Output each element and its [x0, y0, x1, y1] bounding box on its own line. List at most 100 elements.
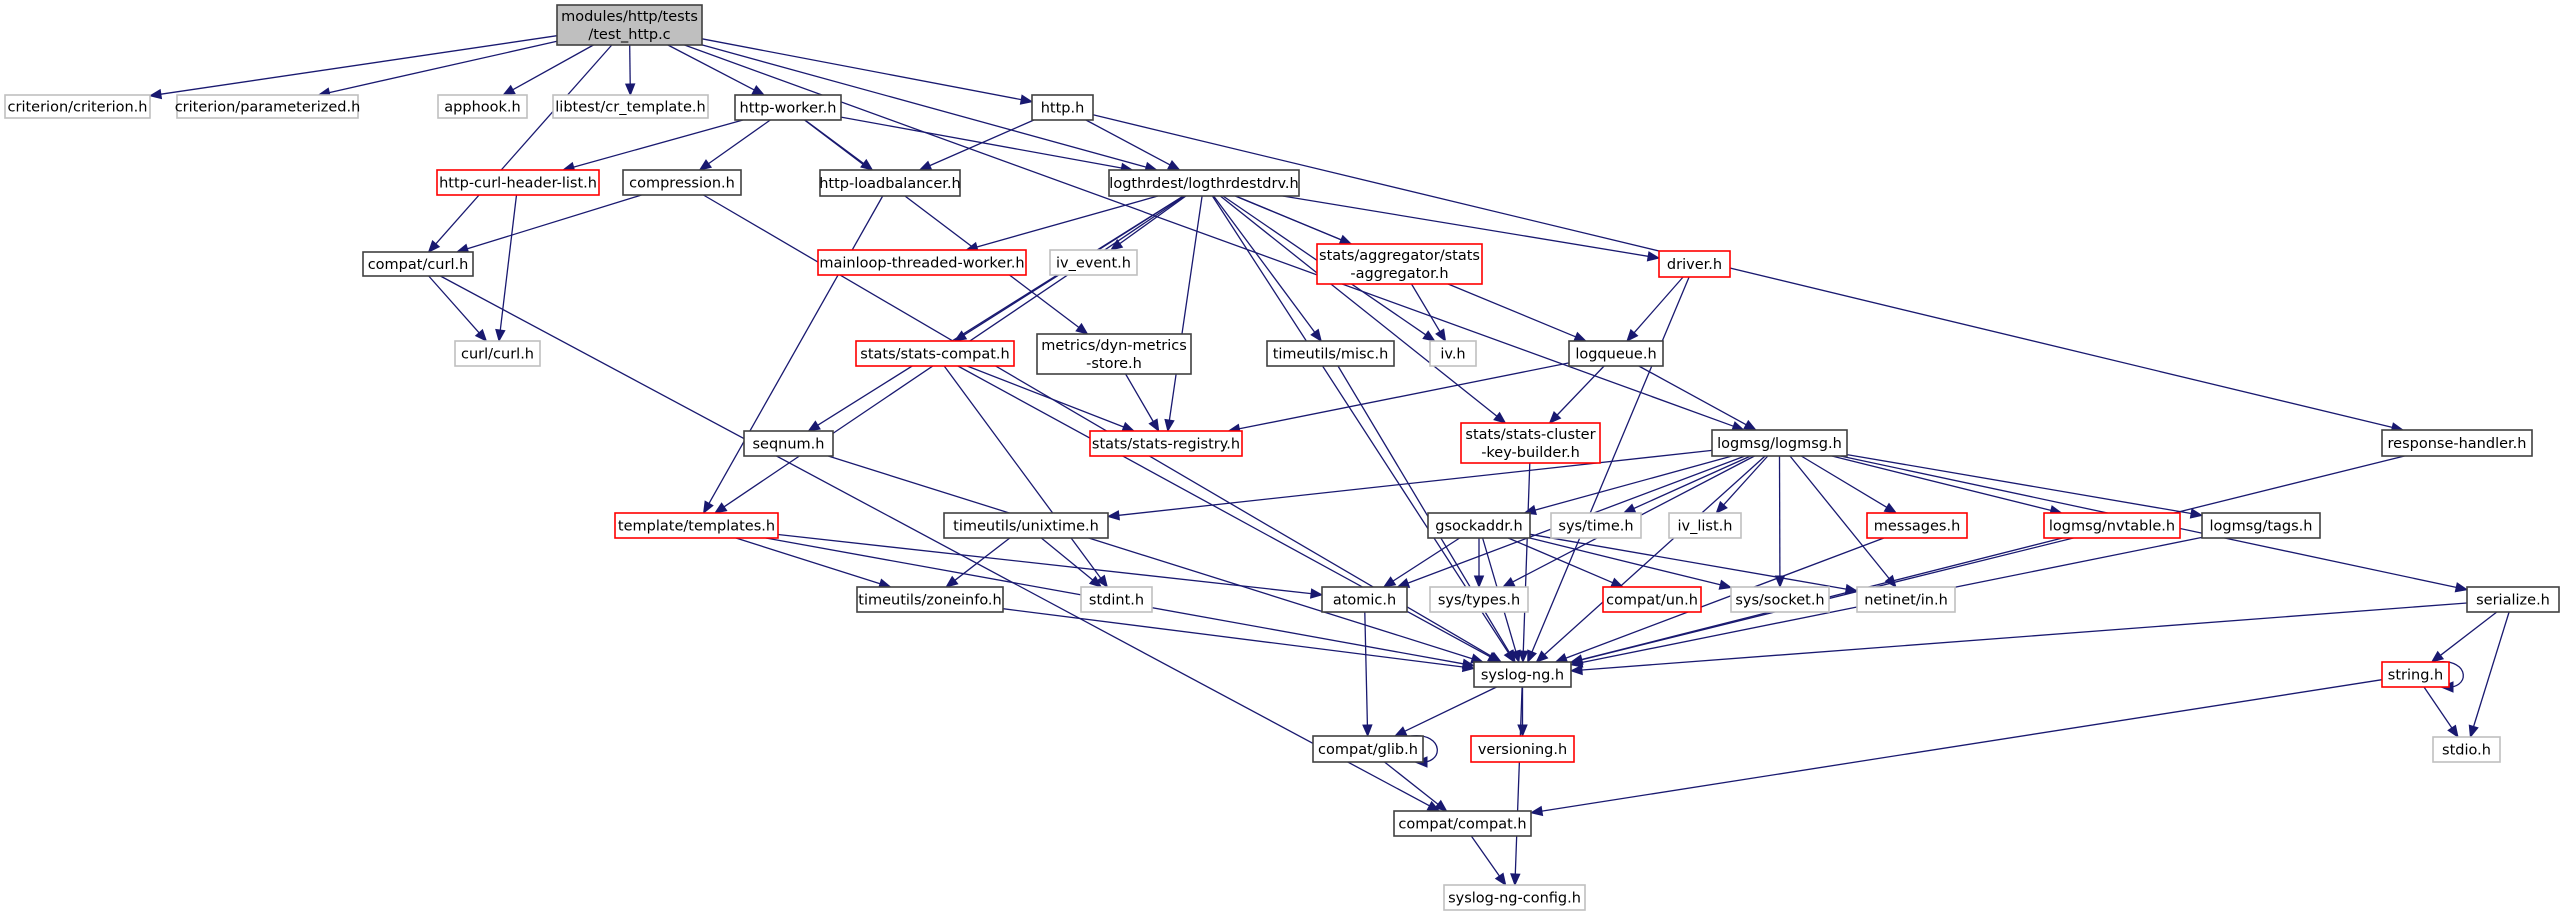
graph-node-sys-types[interactable]: sys/types.h — [1429, 586, 1529, 613]
node-label: timeutils/misc.h — [1273, 347, 1389, 363]
node-box — [1866, 512, 1968, 539]
arrowhead — [1435, 328, 1447, 343]
graph-node-curl-header-list[interactable]: http-curl-header-list.h — [436, 169, 600, 196]
arrowhead — [1569, 664, 1583, 676]
node-box — [1429, 340, 1477, 367]
edge-http-h-to-loadbalancer — [929, 119, 1035, 167]
node-label: metrics/dyn-metrics — [1041, 338, 1187, 354]
edge-logthrdestdrv-to-seqnum — [817, 195, 1184, 426]
graph-node-stdio[interactable]: stdio.h — [2432, 736, 2501, 763]
node-label: modules/http/tests — [561, 9, 698, 25]
graph-node-templates[interactable]: template/templates.h — [614, 512, 779, 539]
graph-node-logthrdestdrv[interactable]: logthrdest/logthrdestdrv.h — [1108, 169, 1300, 197]
node-label: mainloop-threaded-worker.h — [819, 256, 1024, 272]
graph-node-sys-time[interactable]: sys/time.h — [1550, 512, 1642, 539]
graph-node-stats-aggregator[interactable]: stats/aggregator/stats-aggregator.h — [1316, 243, 1483, 285]
arrowhead — [1473, 575, 1485, 589]
edge-logmsg-to-unixtime — [1118, 449, 1713, 516]
graph-node-loadbalancer[interactable]: http-loadbalancer.h — [819, 169, 961, 197]
arrowhead — [1075, 322, 1089, 335]
arrowhead — [2189, 508, 2204, 519]
graph-node-string-h[interactable]: string.h — [2381, 661, 2450, 688]
graph-node-unixtime[interactable]: timeutils/unixtime.h — [943, 512, 1109, 539]
edge-compression-to-compat-curl — [467, 194, 642, 250]
node-box — [2381, 429, 2533, 457]
graph-node-serialize[interactable]: serialize.h — [2466, 586, 2560, 613]
node-box — [734, 94, 842, 121]
graph-node-zoneinfo[interactable]: timeutils/zoneinfo.h — [856, 586, 1004, 613]
node-box — [176, 94, 359, 119]
graph-node-logmsg[interactable]: logmsg/logmsg.h — [1711, 429, 1848, 457]
arrowhead — [1396, 578, 1411, 588]
graph-node-parameterized[interactable]: criterion/parameterized.h — [175, 94, 361, 119]
edge-driver-to-logqueue — [1633, 276, 1684, 334]
graph-node-apphook[interactable]: apphook.h — [437, 94, 528, 119]
edge-root-to-http-worker — [667, 44, 755, 91]
node-box — [855, 340, 1015, 367]
graph-node-iv-list[interactable]: iv_list.h — [1668, 512, 1742, 539]
graph-node-iv-event[interactable]: iv_event.h — [1049, 249, 1138, 276]
node-box — [1316, 243, 1483, 285]
graph-node-iv-h[interactable]: iv.h — [1429, 340, 1477, 367]
graph-node-compat-glib[interactable]: compat/glib.h — [1312, 735, 1424, 763]
edge-logthrdestdrv-to-iv-event — [1119, 195, 1187, 245]
node-box — [1036, 333, 1192, 375]
graph-node-nvtable[interactable]: logmsg/nvtable.h — [2043, 512, 2181, 539]
graph-node-compression[interactable]: compression.h — [622, 169, 742, 196]
node-label: syslog-ng.h — [1481, 668, 1564, 684]
graph-node-curl-curl[interactable]: curl/curl.h — [454, 340, 541, 367]
arrowhead — [1494, 872, 1507, 887]
graph-node-messages[interactable]: messages.h — [1866, 512, 1968, 539]
edge-logmsg-to-tags — [1846, 453, 2192, 515]
graph-node-atomic[interactable]: atomic.h — [1321, 586, 1408, 613]
edge-logmsg-to-iv-list — [1723, 455, 1769, 506]
arrowhead — [1422, 330, 1436, 342]
arrowhead — [1310, 588, 1324, 599]
arrowhead — [1622, 503, 1637, 514]
graph-node-logqueue[interactable]: logqueue.h — [1568, 340, 1664, 367]
arrowhead — [1646, 251, 1661, 262]
node-box — [1658, 250, 1731, 278]
graph-node-misc[interactable]: timeutils/misc.h — [1266, 340, 1395, 367]
graph-node-criterion[interactable]: criterion/criterion.h — [4, 94, 151, 119]
graph-node-stats-registry[interactable]: stats/stats-registry.h — [1089, 430, 1243, 457]
arrowhead — [495, 328, 506, 343]
graph-node-compat-curl[interactable]: compat/curl.h — [362, 251, 474, 277]
node-label: http-loadbalancer.h — [819, 176, 961, 192]
graph-node-http-worker[interactable]: http-worker.h — [734, 94, 842, 121]
arrowhead — [1510, 873, 1521, 887]
graph-node-seqnum[interactable]: seqnum.h — [743, 430, 834, 457]
graph-node-sys-socket[interactable]: sys/socket.h — [1730, 586, 1830, 613]
graph-node-versioning[interactable]: versioning.h — [1470, 735, 1575, 763]
graph-node-http-h[interactable]: http.h — [1031, 94, 1094, 121]
graph-node-compat-compat[interactable]: compat/compat.h — [1393, 810, 1532, 837]
node-box — [1049, 249, 1138, 276]
arrowhead — [1019, 94, 1034, 105]
node-label: -key-builder.h — [1481, 445, 1580, 461]
graph-node-cr-template[interactable]: libtest/cr_template.h — [552, 94, 709, 119]
node-label: criterion/parameterized.h — [175, 100, 361, 116]
node-label: compression.h — [629, 176, 735, 192]
edge-root-to-compat-curl — [435, 44, 613, 245]
graph-node-syslog-ng[interactable]: syslog-ng.h — [1473, 661, 1572, 688]
node-box — [614, 512, 779, 539]
node-label: libtest/cr_template.h — [555, 100, 705, 116]
arrowhead — [702, 500, 714, 515]
node-label: sys/time.h — [1558, 519, 1633, 535]
graph-node-gsockaddr[interactable]: gsockaddr.h — [1427, 512, 1531, 539]
arrowhead — [1535, 650, 1549, 663]
graph-node-driver[interactable]: driver.h — [1658, 250, 1731, 278]
graph-node-response-handler[interactable]: response-handler.h — [2381, 429, 2533, 457]
graph-node-root[interactable]: modules/http/tests/test_http.c — [556, 4, 703, 46]
node-box — [1550, 512, 1642, 539]
graph-node-mainloop-tw[interactable]: mainloop-threaded-worker.h — [817, 249, 1027, 276]
graph-node-cluster-kb[interactable]: stats/stats-cluster-key-builder.h — [1460, 422, 1601, 464]
graph-node-netinet-in[interactable]: netinet/in.h — [1856, 586, 1956, 613]
graph-node-syslog-ng-config[interactable]: syslog-ng-config.h — [1443, 884, 1586, 911]
graph-node-dyn-metrics[interactable]: metrics/dyn-metrics-store.h — [1036, 333, 1192, 375]
graph-node-stdint[interactable]: stdint.h — [1080, 586, 1153, 613]
graph-node-stats-compat[interactable]: stats/stats-compat.h — [855, 340, 1015, 367]
graph-node-tags[interactable]: logmsg/tags.h — [2201, 512, 2321, 539]
graph-node-compat-un[interactable]: compat/un.h — [1602, 586, 1702, 613]
node-label: gsockaddr.h — [1435, 519, 1522, 535]
